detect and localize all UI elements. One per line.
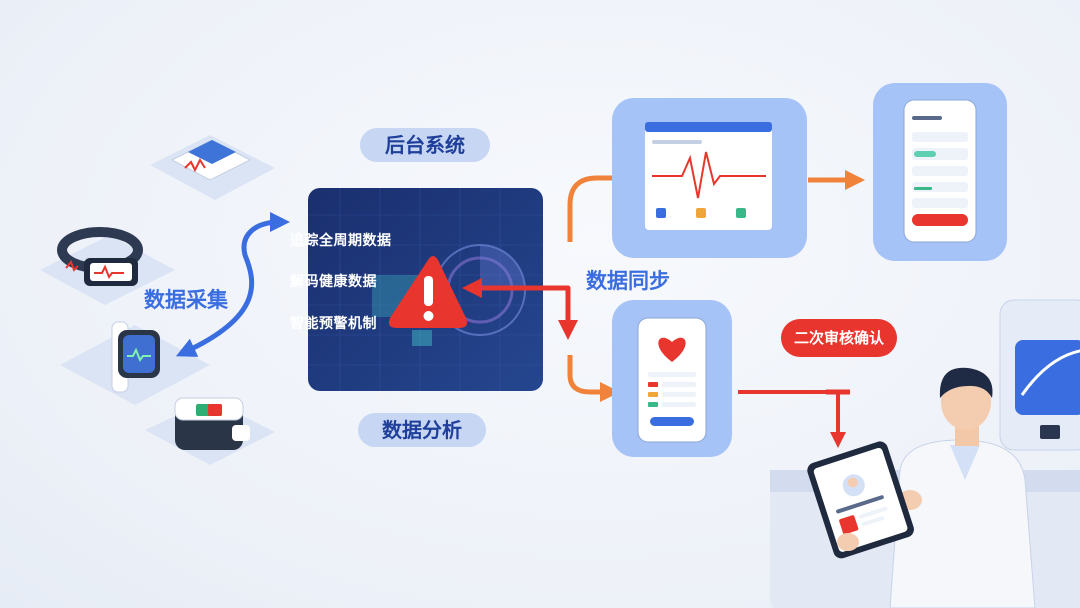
mobile-health-card [612,300,732,457]
mobile-form-card [873,83,1007,261]
feature-track-lifecycle: 追踪全周期数据 [290,233,392,249]
backend-title: 后台系统 [360,128,490,162]
feature-smart-alert: 智能预警机制 [290,316,377,332]
sync-arrow-top [567,168,635,242]
desktop-dashboard-card [612,98,807,258]
warning-icon [388,256,468,328]
alert-arrow [462,278,578,340]
sync-label: 数据同步 [586,269,670,293]
confirm-badge: 二次审核确认 [781,319,897,357]
sync-arrow-bottom [567,355,620,402]
collect-arrow [175,212,290,357]
confirm-arrow [738,390,846,448]
feature-decode-health: 解码健康数据 [290,274,377,290]
collect-label: 数据采集 [144,288,228,312]
smartwatch-icon [60,321,210,405]
pulse-oximeter-icon [145,397,275,465]
fitness-band-icon [40,227,175,305]
blood-pressure-monitor-icon [150,135,275,200]
analysis-title: 数据分析 [358,413,486,447]
tablet-icon [807,441,914,559]
